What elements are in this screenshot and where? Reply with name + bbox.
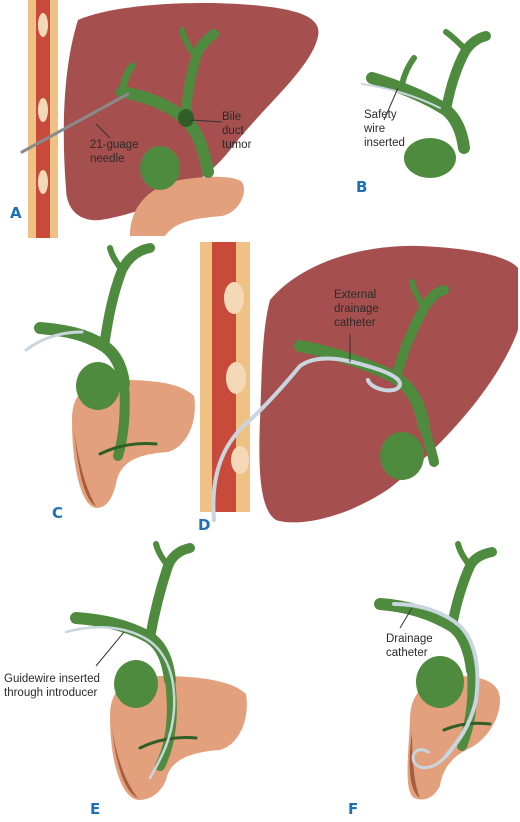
body-wall-d [200, 242, 250, 512]
tumor-label-line3: tumor [222, 139, 252, 151]
gallbladder-b [404, 138, 456, 178]
panel-letter-e: E [90, 800, 100, 818]
panel-letter-a: A [10, 204, 22, 222]
duodenum-shadow-f [409, 732, 420, 798]
needle-label-line2: needle [90, 153, 125, 165]
body-wall-a [28, 0, 58, 238]
liver-d [259, 245, 518, 523]
panel-letter-b: B [356, 178, 367, 196]
catheter-label-line2: drainage [334, 303, 379, 315]
tumor-label-line1: Bile [222, 111, 241, 123]
catheter-label-line1: External [334, 289, 376, 301]
panel-d: External drainage catheter D [198, 242, 518, 534]
gallbladder-c [76, 362, 120, 410]
drainage-label-line1: Drainage [386, 633, 433, 645]
gallbladder-e [114, 660, 158, 708]
panel-letter-f: F [348, 800, 358, 818]
safety-wire-label-line3: inserted [364, 137, 405, 149]
panel-letter-c: C [52, 504, 63, 522]
external-drainage-catheter [211, 356, 402, 522]
drainage-catheter-leader-line [399, 607, 413, 629]
pigtail-loop [411, 748, 448, 770]
needle-label-line1: 21-guage [90, 139, 139, 151]
duodenum-f [407, 676, 500, 800]
safety-wire-label-line2: wire [363, 123, 385, 135]
guidewire [64, 626, 176, 780]
guidewire-leader-line [95, 631, 125, 667]
panel-a: 21-guage needle Bile duct tumor A [10, 0, 319, 238]
bile-duct-b [366, 29, 491, 154]
bile-duct-c [34, 243, 158, 461]
panel-f: Drainage catheter F [348, 541, 500, 818]
bile-duct-tumor-a [178, 109, 194, 127]
needle-leader-line [95, 123, 111, 139]
safety-wire-label-line1: Safety [364, 109, 397, 121]
catheter-label-line3: catheter [334, 317, 376, 329]
guidewire-label-line1: Guidewire inserted [4, 673, 100, 685]
drainage-label-line2: catheter [386, 647, 428, 659]
duodenum-a [130, 176, 244, 236]
gallbladder-d [380, 432, 424, 480]
safety-wire-leader-line [383, 87, 399, 121]
panel-b: Safety wire inserted B [356, 29, 491, 196]
wire-c [24, 330, 84, 352]
tumor-label-line2: duct [222, 125, 245, 137]
panel-letter-d: D [198, 516, 210, 534]
needle [20, 92, 130, 154]
bile-duct-d [294, 279, 449, 467]
panel-c: C [24, 243, 195, 522]
gallbladder-a [140, 146, 180, 190]
tumor-leader-line [189, 119, 223, 123]
guidewire-label-line2: through introducer [4, 687, 98, 699]
panel-e: Guidewire inserted through introducer E [4, 541, 247, 818]
gallbladder-f [416, 656, 464, 708]
internal-drainage-catheter [392, 602, 480, 758]
safety-wire [361, 83, 441, 109]
